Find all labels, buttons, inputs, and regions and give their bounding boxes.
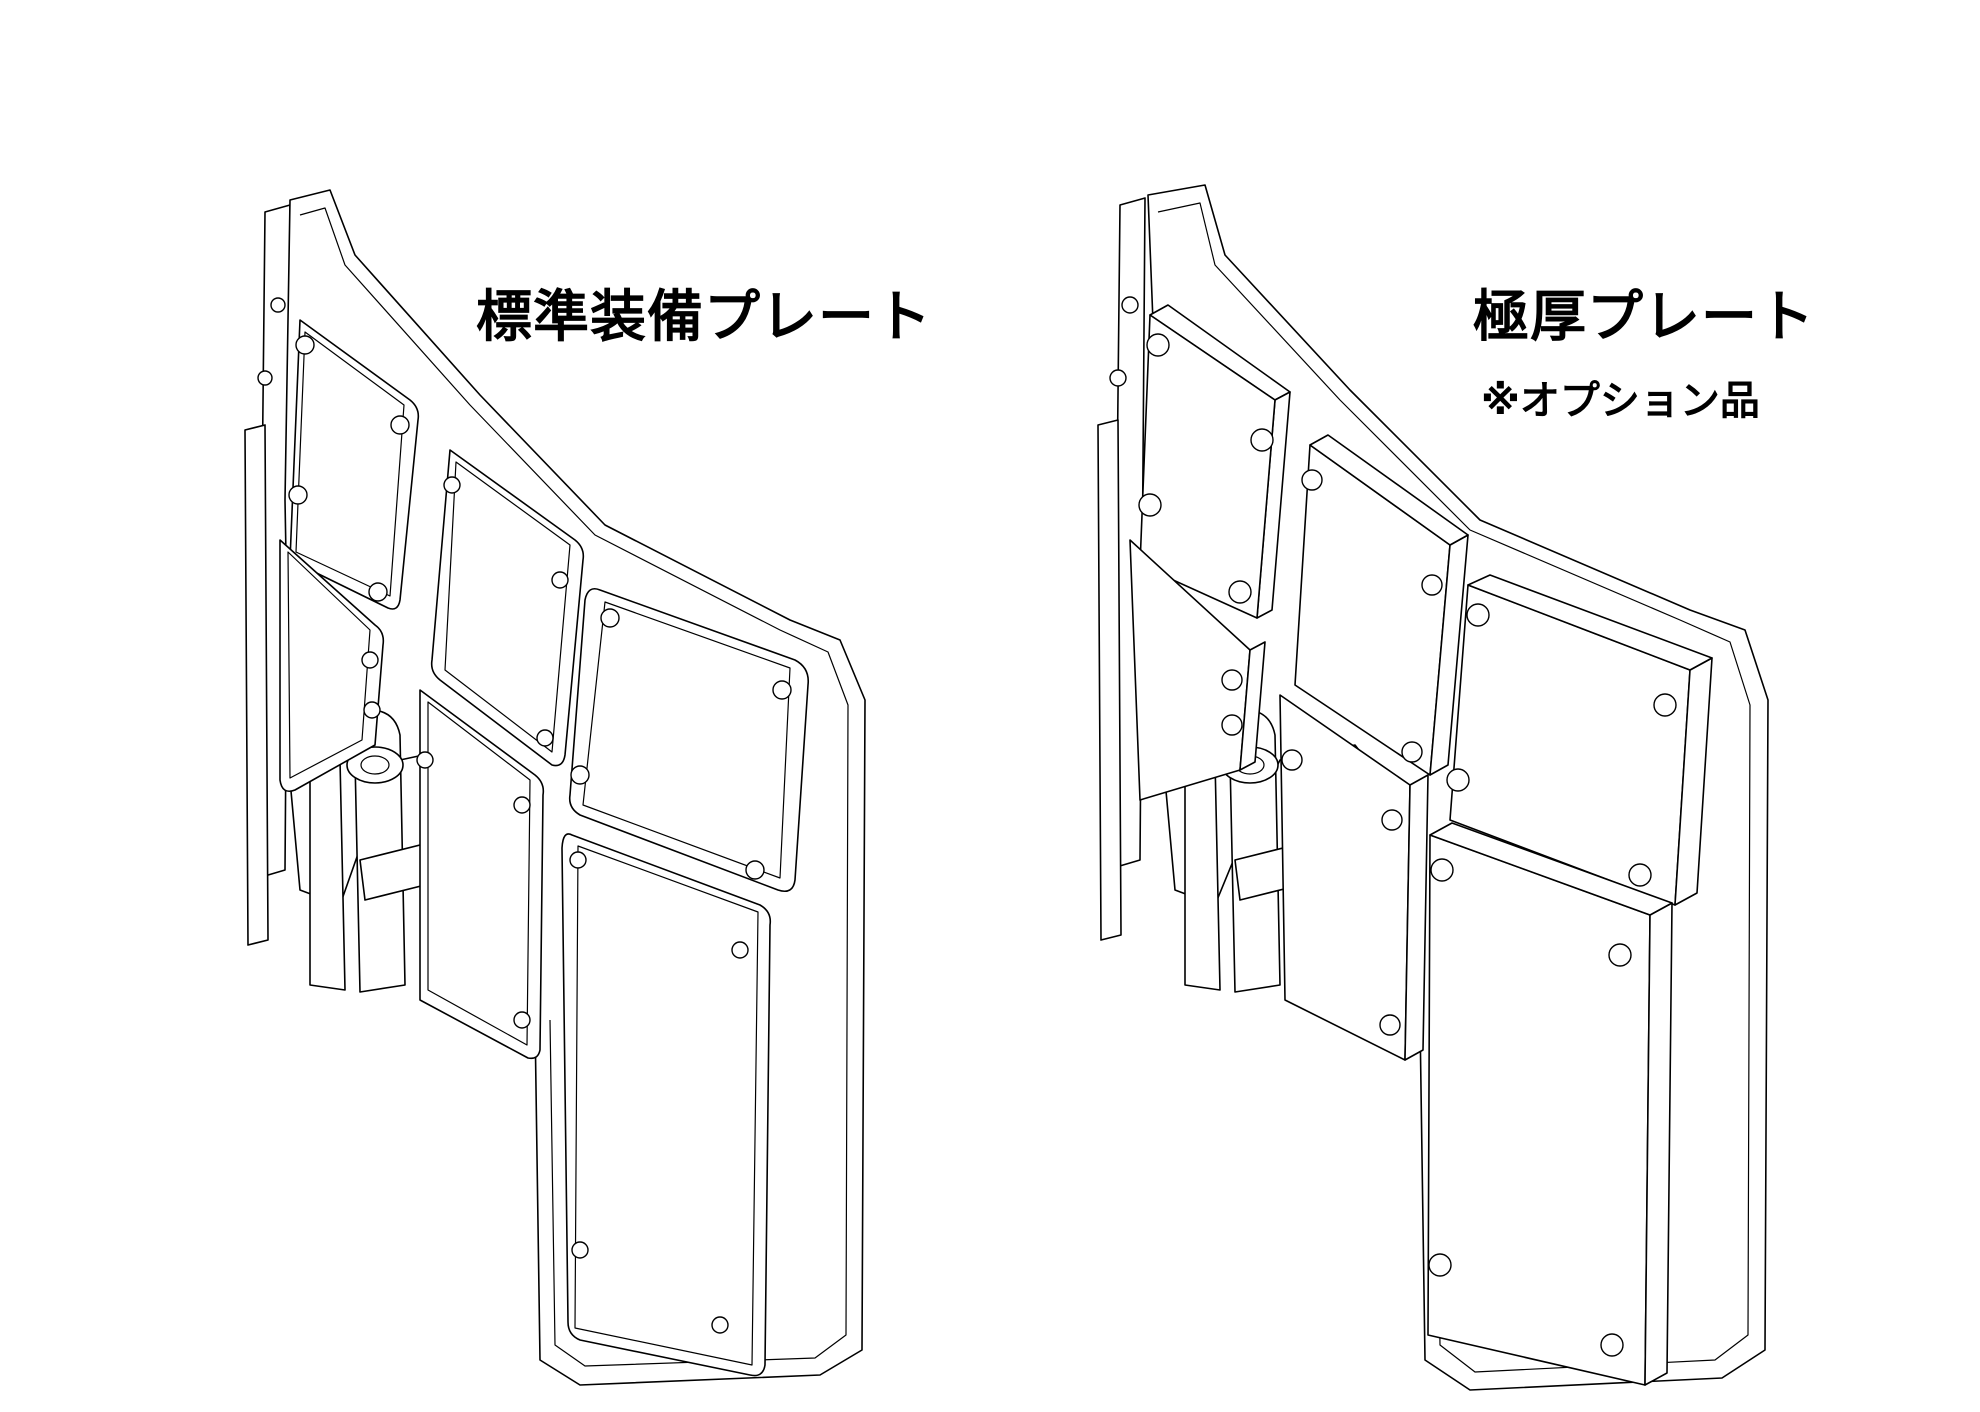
plate-right-lower [561, 833, 772, 1377]
thick-plate-mid-upper [1294, 434, 1469, 776]
plate-mid-lower [416, 689, 545, 1060]
thick-plate-right-upper [1446, 574, 1713, 906]
thick-plate-bottom-left [1129, 539, 1266, 801]
thick-plate-top-left [1109, 296, 1291, 619]
plate-bottom-left [279, 539, 385, 793]
thick-plate-device [1097, 184, 1769, 1391]
thick-plate-right-lower [1427, 822, 1673, 1386]
plate-mid-upper [430, 449, 585, 767]
plate-top-left [257, 297, 420, 610]
standard-plate-device [244, 189, 866, 1386]
thick-plate-mid-lower [1279, 694, 1429, 1061]
thick-plate-label: 極厚プレート [1473, 285, 1815, 350]
plate-right-upper [568, 587, 810, 893]
option-note-label: ※オプション品 [1481, 378, 1760, 424]
standard-plate-label: 標準装備プレート [476, 285, 932, 350]
